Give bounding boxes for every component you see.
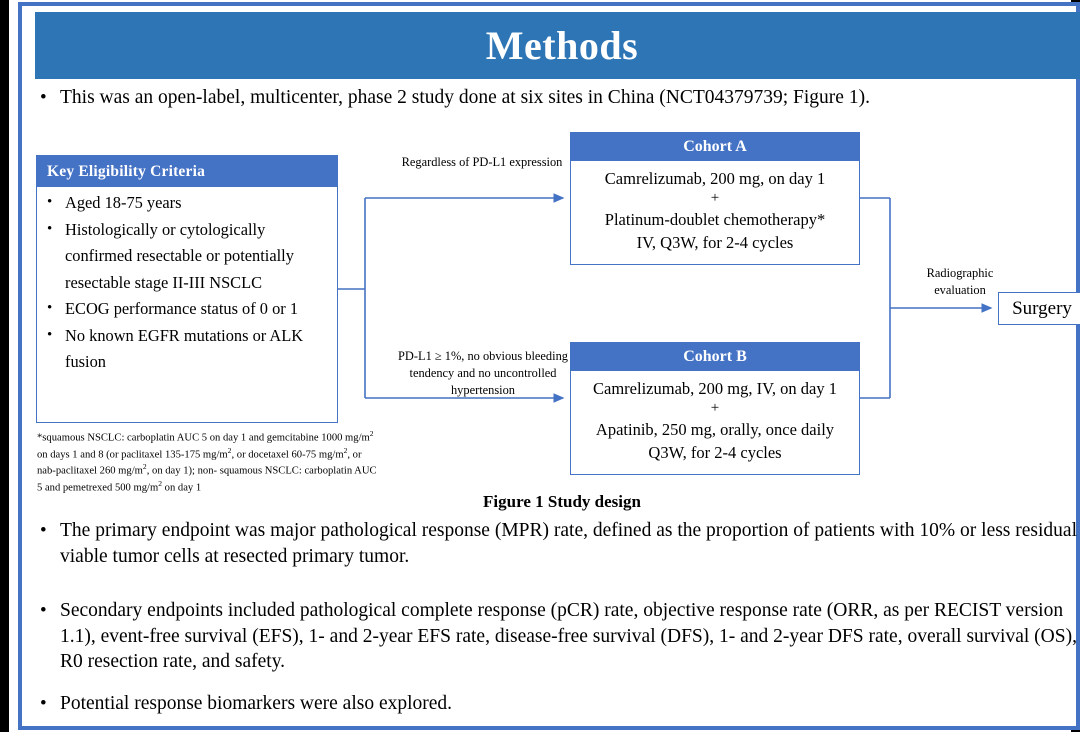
list-item: • Histologically or cytologically confir… bbox=[37, 217, 337, 297]
eligibility-criteria-list: • Aged 18-75 years • Histologically or c… bbox=[37, 190, 337, 376]
list-item: • Aged 18-75 years bbox=[37, 190, 337, 217]
study-design-diagram: Key Eligibility Criteria • Aged 18-75 ye… bbox=[35, 126, 1080, 496]
footnote-sup: 2 bbox=[343, 445, 348, 455]
eligibility-item-text: Histologically or cytologically confirme… bbox=[65, 219, 294, 292]
chemotherapy-footnote: *squamous NSCLC: carboplatin AUC 5 on da… bbox=[37, 429, 382, 495]
intro-bullet: • This was an open-label, multicenter, p… bbox=[40, 85, 1080, 111]
cohort-b-header: Cohort B bbox=[571, 343, 859, 371]
cohort-b-card: Cohort B Camrelizumab, 200 mg, IV, on da… bbox=[570, 342, 860, 475]
endpoint-bullet-text: Secondary endpoints included pathologica… bbox=[60, 600, 1077, 673]
eligibility-card-header: Key Eligibility Criteria bbox=[37, 156, 337, 187]
bullet-marker-icon: • bbox=[47, 220, 53, 237]
list-item: • ECOG performance status of 0 or 1 bbox=[37, 296, 337, 323]
bullet-marker-icon: • bbox=[47, 326, 53, 343]
list-item: • No known EGFR mutations or ALK fusion bbox=[37, 323, 337, 376]
footnote-line1-a: *squamous NSCLC: carboplatin AUC 5 on da… bbox=[37, 432, 370, 444]
eligibility-criteria-card: Key Eligibility Criteria • Aged 18-75 ye… bbox=[36, 155, 338, 423]
intro-bullet-text: This was an open-label, multicenter, pha… bbox=[60, 87, 870, 108]
cohort-b-condition-label: PD-L1 ≥ 1%, no obvious bleeding tendency… bbox=[398, 349, 568, 398]
footnote-line2-c: , or nab-paclitaxel 260 mg/m bbox=[37, 449, 362, 477]
page-title: Methods bbox=[485, 23, 639, 68]
cohort-a-line2: Platinum-doublet chemotherapy* bbox=[604, 209, 826, 229]
slide-title-band: Methods bbox=[35, 12, 1080, 79]
cohort-a-body: Camrelizumab, 200 mg, on day 1 + Platinu… bbox=[571, 161, 859, 264]
footnote-line1-b: on days 1 and 8 (or bbox=[37, 449, 119, 461]
endpoint-bullet-text: Potential response biomarkers were also … bbox=[60, 693, 453, 714]
footnote-line3-a: squamous NSCLC: carboplatin AUC 5 and pe… bbox=[37, 465, 377, 494]
cohort-b-line2: Apatinib, 250 mg, orally, once daily bbox=[595, 419, 835, 439]
bullet-marker-icon: • bbox=[40, 600, 47, 621]
surgery-node: Surgery bbox=[998, 292, 1080, 325]
eligibility-item-text: No known EGFR mutations or ALK fusion bbox=[65, 325, 304, 372]
footnote-line2-a: paclitaxel 135-175 mg/m bbox=[121, 449, 228, 461]
cohort-a-card: Cohort A Camrelizumab, 200 mg, on day 1 … bbox=[570, 132, 860, 265]
cohort-b-body: Camrelizumab, 200 mg, IV, on day 1 + Apa… bbox=[571, 371, 859, 474]
footnote-line2-b: , or docetaxel 60-75 mg/m bbox=[231, 449, 344, 461]
endpoint-bullet-text: The primary endpoint was major pathologi… bbox=[60, 520, 1077, 567]
footnote-sup: 2 bbox=[142, 462, 147, 472]
cohort-a-header: Cohort A bbox=[571, 133, 859, 161]
cohort-b-line1: Camrelizumab, 200 mg, IV, on day 1 bbox=[593, 379, 837, 398]
cohort-a-plus: + bbox=[710, 190, 720, 207]
cohort-a-line3: IV, Q3W, for 2-4 cycles bbox=[636, 233, 794, 253]
bullet-marker-icon: • bbox=[40, 520, 47, 541]
bullet-marker-icon: • bbox=[40, 87, 47, 108]
cohort-a-condition-label: Regardless of PD-L1 expression bbox=[401, 155, 563, 169]
footnote-line2-d: , on day 1); non- bbox=[146, 465, 218, 477]
footnote-sup: 2 bbox=[158, 478, 163, 488]
cohort-b-line3: Q3W, for 2-4 cycles bbox=[648, 443, 782, 463]
footnote-sup: 2 bbox=[227, 445, 232, 455]
endpoint-bullet-secondary: • Secondary endpoints included pathologi… bbox=[40, 598, 1080, 675]
bullet-marker-icon: • bbox=[47, 194, 53, 210]
endpoint-bullet-biomarkers: • Potential response biomarkers were als… bbox=[40, 691, 1080, 717]
footnote-sup: 2 bbox=[369, 429, 374, 438]
cohort-a-line1: Camrelizumab, 200 mg, on day 1 bbox=[604, 169, 826, 188]
bullet-marker-icon: • bbox=[47, 300, 53, 317]
eligibility-item-text: Aged 18-75 years bbox=[65, 193, 182, 212]
figure-caption: Figure 1 Study design bbox=[483, 492, 641, 511]
cohort-b-plus: + bbox=[710, 400, 720, 417]
radiographic-evaluation-label: Radiographic evaluation bbox=[926, 266, 994, 298]
slide-frame: Methods • This was an open-label, multic… bbox=[18, 2, 1080, 730]
endpoint-bullet-primary: • The primary endpoint was major patholo… bbox=[40, 518, 1080, 569]
surgery-label: Surgery bbox=[1012, 297, 1072, 319]
eligibility-item-text: ECOG performance status of 0 or 1 bbox=[65, 299, 299, 319]
bullet-marker-icon: • bbox=[40, 693, 47, 714]
footnote-line3-b: on day 1 bbox=[162, 482, 202, 494]
